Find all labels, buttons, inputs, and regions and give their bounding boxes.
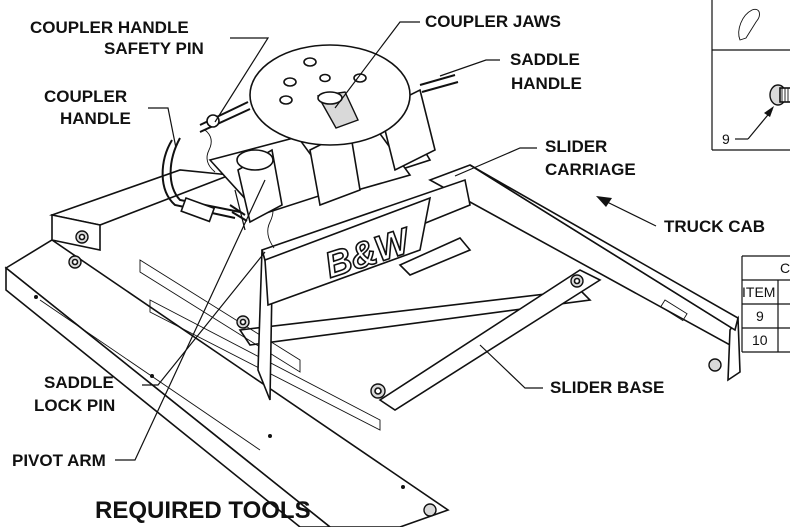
label-coupler-handle-safety-pin-2: SAFETY PIN [104,39,204,58]
table-header-item: ITEM [742,284,775,300]
table-row-item: 9 [756,308,764,324]
label-coupler-handle-safety-pin-1: COUPLER HANDLE [30,18,189,37]
clip-pin-icon [738,8,760,41]
label-slider-carriage-1: SLIDER [545,137,607,156]
label-pivot-arm: PIVOT ARM [12,451,106,470]
label-saddle-handle-2: HANDLE [511,74,582,93]
label-truck-cab: TRUCK CAB [664,217,765,236]
parts-table: C ITEM 9 10 [741,255,790,353]
coupler-handle-drawing [161,101,283,231]
table-row-item: 10 [752,332,768,348]
label-coupler-handle-2: HANDLE [60,109,131,128]
label-slider-carriage-2: CARRIAGE [545,160,636,179]
slider-base-drawing [4,164,741,527]
required-tools-heading: REQUIRED TOOLS [95,497,311,524]
label-coupler-handle-1: COUPLER [44,87,127,106]
label-coupler-jaws: COUPLER JAWS [425,12,561,31]
parts-panel: 9 [711,0,790,151]
callout-number-9: 9 [722,131,730,147]
bolt-icon [769,84,790,106]
label-slider-base: SLIDER BASE [550,378,664,397]
label-saddle-lock-pin-1: SADDLE [44,373,114,392]
label-saddle-handle-1: SADDLE [510,50,580,69]
table-title-fragment: C [780,260,790,276]
label-saddle-lock-pin-2: LOCK PIN [34,396,115,415]
slider-carriage-drawing [204,44,472,401]
